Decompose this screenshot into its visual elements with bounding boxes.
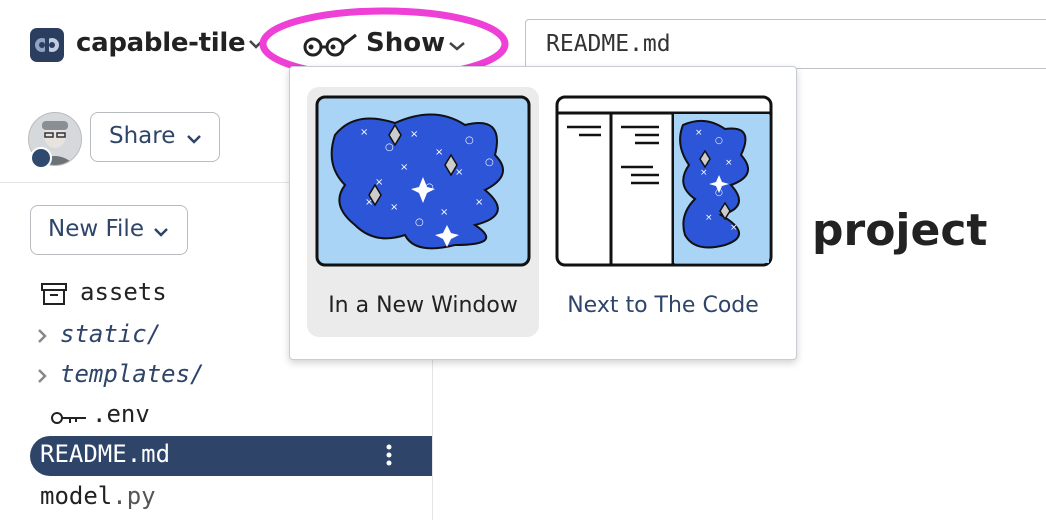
chevron-down-icon: [449, 42, 465, 51]
status-dot: [30, 147, 52, 169]
tree-item-templates[interactable]: templates/: [0, 356, 432, 396]
tree-item-label: assets: [80, 278, 167, 306]
svg-text:×: ×: [455, 167, 463, 178]
glasses-icon: [303, 33, 357, 57]
svg-text:×: ×: [365, 197, 373, 208]
tree-item-model[interactable]: model.py: [0, 478, 432, 518]
svg-text:×: ×: [730, 223, 738, 233]
svg-text:○: ○: [385, 142, 394, 153]
svg-text:×: ×: [375, 177, 383, 188]
svg-text:×: ×: [440, 207, 448, 218]
tree-item-static[interactable]: static/: [0, 316, 432, 356]
project-name[interactable]: capable-tile: [76, 28, 246, 58]
next-to-code-illustration-icon: ×○× ×○××: [555, 95, 773, 267]
chevron-down-icon: [187, 135, 201, 144]
project-logo-icon[interactable]: [30, 28, 64, 62]
svg-text:×: ×: [360, 127, 368, 138]
preview-heading: project: [812, 205, 988, 256]
option-label: Next to The Code: [567, 293, 759, 318]
svg-text:×: ×: [725, 158, 733, 168]
svg-text:×: ×: [400, 162, 408, 173]
tree-item-env[interactable]: .env: [0, 396, 432, 436]
show-next-to-code-option[interactable]: ×○× ×○×× Next to The Code: [547, 87, 779, 337]
current-file-name: README.md: [546, 31, 671, 57]
svg-text:×: ×: [705, 213, 713, 223]
svg-text:×: ×: [700, 168, 708, 178]
tree-item-label: static/: [60, 320, 162, 348]
svg-text:○: ○: [485, 157, 494, 168]
svg-text:×: ×: [435, 147, 443, 158]
show-button[interactable]: Show: [288, 22, 478, 66]
show-label: Show: [366, 28, 446, 58]
more-options-icon[interactable]: [386, 444, 392, 466]
share-label: Share: [109, 123, 176, 149]
svg-text:○: ○: [465, 135, 474, 146]
divider: [0, 182, 432, 183]
new-file-label: New File: [48, 216, 144, 242]
svg-text:○: ○: [715, 136, 723, 146]
file-extension: .py: [112, 482, 156, 510]
tree-item-label: README.md: [40, 440, 171, 468]
new-window-illustration-icon: ×○× ×○× ×○× ××○ ××○: [315, 95, 531, 267]
new-file-button[interactable]: New File: [30, 205, 188, 255]
share-button[interactable]: Share: [90, 112, 220, 162]
svg-text:○: ○: [425, 182, 434, 193]
file-basename: model: [40, 482, 113, 510]
svg-text:×: ×: [410, 129, 418, 140]
tree-item-assets[interactable]: assets: [0, 274, 432, 314]
key-icon: [51, 412, 86, 424]
chevron-right-icon: [38, 369, 47, 383]
chevron-down-icon: [154, 228, 168, 237]
tree-item-label: templates/: [60, 360, 205, 388]
show-in-new-window-option[interactable]: ×○× ×○× ×○× ××○ ××○ In a New Window: [307, 87, 539, 337]
svg-text:×: ×: [475, 197, 483, 208]
current-file-field[interactable]: README.md: [525, 19, 1046, 69]
svg-text:×: ×: [390, 202, 398, 213]
top-bar: capable-tile Show README.md: [0, 0, 1046, 90]
show-dropdown-menu: ×○× ×○× ×○× ××○ ××○ In a New Window: [289, 66, 797, 360]
svg-text:○: ○: [415, 217, 424, 228]
tree-item-label: .env: [92, 400, 150, 428]
archive-icon: [41, 283, 67, 305]
svg-text:×: ×: [695, 128, 703, 138]
tree-item-label: model.py: [40, 482, 156, 510]
option-label: In a New Window: [328, 293, 518, 318]
chevron-right-icon: [38, 329, 47, 343]
avatar[interactable]: [28, 112, 82, 166]
tree-item-readme[interactable]: README.md: [30, 436, 432, 476]
